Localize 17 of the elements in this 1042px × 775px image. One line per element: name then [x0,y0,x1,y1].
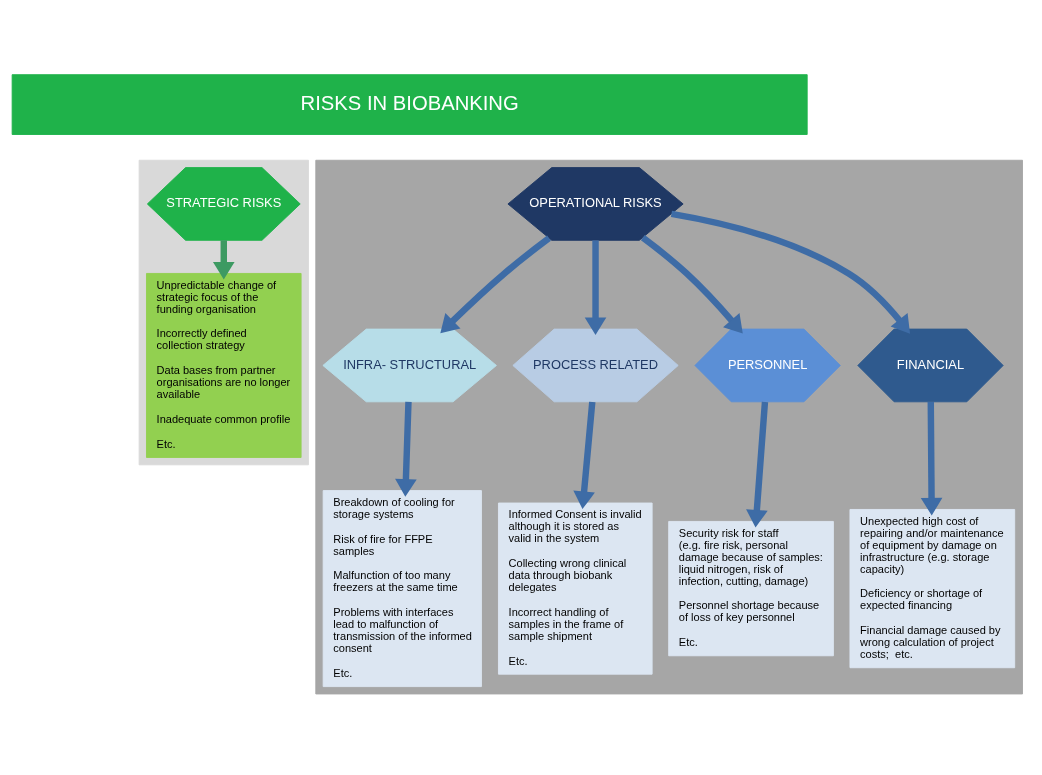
cluster [315,159,1023,694]
node-box: Unexpected high cost of repairing and/or maintenance of equipment by damage on infrastructure (e.g. storage capacity) Deficiency or shortage of expected financing Financial damage caused by wrong calculation of project costs; etc. [849,508,1016,668]
node-box: Breakdown of cooling for storage systems Risk of fire for FFPE samples Malfunction of too many freezers at the same time Problems with interfaces lead to malfunction of transmission of the informed consent Etc. [322,489,482,687]
arrow [573,401,596,509]
arrow [584,239,607,335]
arrow [670,210,911,334]
arrow [640,234,743,334]
arrow [746,401,769,528]
arrow [395,401,417,497]
node-box: Security risk for staff (e.g. fire risk, personal damage because of samples: liquid nitrogen, risk of infection, cutting, damage) Personnel shortage because of loss of key personnel Etc. [668,520,834,656]
node-box: RISKS IN BIOBANKING [11,73,808,135]
cluster [138,159,309,465]
arrow [440,235,551,333]
arrow [920,401,943,515]
arrow [212,239,235,280]
node-box: Unpredictable change of strategic focus of the funding organisation Incorrectly defined collection strategy Data bases from partner organisations are no longer available Inadequate common profile Etc. [146,272,302,458]
node-box: Informed Consent is invalid although it is stored as valid in the system Collecting wrong clinical data through biobank delegates Incorrect handling of samples in the frame of sample shipment Etc. [498,502,653,675]
